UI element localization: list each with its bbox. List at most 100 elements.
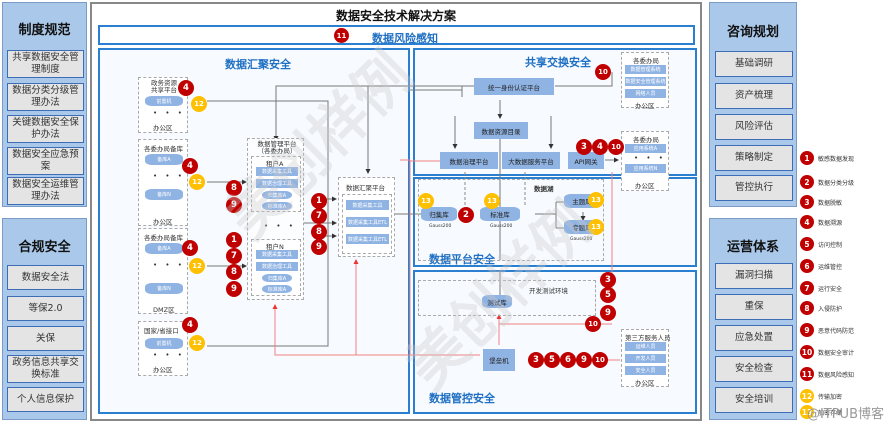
security-badge: 9 [226,281,242,297]
legend-label: 敏感数据发现 [818,155,855,163]
big-data-service-platform[interactable]: 大数据服务平台 [502,152,560,169]
security-badge: 10 [608,139,624,155]
legend-badge: 8 [800,301,814,315]
front-server[interactable]: 前置机 [145,96,183,106]
security-badge: 9 [311,239,327,255]
panel-item[interactable]: 数据安全应急预案 [7,147,84,175]
legend-item: 1 敏感数据发现 [800,150,854,166]
aggregation-platform: 数据汇聚平台 数据采集工具 数据采集工具ETL 数据采集工具ETL [338,177,395,257]
legend-item: 11 数据风险感知 [800,366,854,382]
security-badge: 4 [182,158,198,174]
panel-item[interactable]: 数据分类分级管理办法 [7,83,84,111]
front-server[interactable]: 前置机 [145,338,183,349]
backup-db-n[interactable]: 备库N [145,283,183,294]
panel-operations: 运营体系 漏洞扫描 重保 应急处置 安全检查 安全培训 [709,218,797,420]
legend-badge: 5 [800,237,814,251]
panel-title: 运营体系 [726,240,779,255]
panel-item[interactable]: 安全培训 [715,387,793,413]
security-badge: 3 [528,352,544,368]
security-badge: 13 [418,193,434,209]
legend-label: 数据安全审计 [818,349,855,357]
legend-badge: 13 [800,405,814,419]
db-standard[interactable]: 标准库 [480,207,520,221]
db-collection[interactable]: 归集库 [421,207,457,221]
unified-auth-platform[interactable]: 统一身份认证平台 [474,78,554,95]
panel-regulations: 制度规范 共享数据安全管理制度 数据分类分级管理办法 关键数据安全保护办法 数据… [2,2,87,207]
panel-item[interactable]: 资产梳理 [715,83,793,109]
legend-label: 数据分类分级 [818,179,855,187]
legend-badge: 4 [800,215,814,229]
bastion-host[interactable]: 堡垒机 [483,349,515,371]
api-gateway[interactable]: API网关 [568,152,604,169]
diagram-title: 数据安全技术解决方案 [335,9,456,23]
data-governance-platform[interactable]: 数据治理平台 [440,152,498,169]
panel-item[interactable]: 共享数据安全管理制度 [7,50,84,78]
security-badge: 3 [600,272,616,288]
security-badge: 4 [592,139,608,155]
security-badge: 8 [226,264,242,280]
panel-item[interactable]: 个人信息保护 [7,387,84,412]
test-db[interactable]: 测试库 [482,295,512,308]
risk-label: 数据风险感知 [372,32,438,45]
backup-db-a[interactable]: 备库A [145,243,183,254]
dev-test-env-box: 开发测试环境 [418,280,596,316]
legend-badge: 11 [800,367,814,381]
panel-item[interactable]: 等保2.0 [7,296,84,321]
tenant-a: 租户A 数据采集工具 数据治理工具 归集库A 标准库A [251,156,301,212]
security-badge: 8 [226,180,242,196]
panel-title: 咨询规划 [726,25,779,40]
tenant-n: 租户N 数据采集工具 数据治理工具 归集库A 标准库A [251,239,301,296]
legend-item: 12 传输加密 [800,388,842,404]
security-badge: 9 [576,352,592,368]
panel-item[interactable]: 数据安全法 [7,265,84,290]
security-badge: 12 [191,96,207,112]
legend-badge: 12 [800,389,814,403]
backup-db-n[interactable]: 备库N [145,189,183,200]
security-badge: 12 [189,174,205,190]
third-party-box: 第三方服务人员 运维人员 开发人员 安全人员 办公区 [621,329,671,387]
panel-compliance: 合规安全 数据安全法 等保2.0 关保 政务信息共享交换标准 个人信息保护 [2,218,87,420]
security-badge: 3 [576,139,592,155]
legend-badge: 9 [800,323,814,337]
legend-label: 传输加密 [818,393,843,401]
panel-item[interactable]: 安全检查 [715,356,793,382]
security-badge: 4 [182,317,198,333]
security-badge: 12 [189,335,205,351]
security-badge: 13 [588,192,604,208]
office-box-top: 各委办局 数据管理系统 数据安全管理系统 网络人员 办公区 [621,52,669,110]
panel-item[interactable]: 漏洞扫描 [715,263,793,289]
panel-item[interactable]: 应急处置 [715,325,793,351]
panel-title: 合规安全 [18,240,71,255]
security-badge: 7 [311,208,327,224]
panel-item[interactable]: 重保 [715,294,793,320]
panel-item[interactable]: 关键数据安全保护办法 [7,115,84,143]
tenant-platform-box: 数据管理平台（各委办局） 租户A 数据采集工具 数据治理工具 归集库A 标准库A… [247,138,304,300]
legend-label: 数据风险感知 [818,371,855,379]
panel-item[interactable]: 管控执行 [715,175,793,201]
panel-item[interactable]: 政务信息共享交换标准 [7,355,84,383]
data-resource-catalog[interactable]: 数据资源目录 [474,122,528,139]
security-badge: 12 [189,258,205,274]
legend-badge: 3 [800,195,814,209]
office-box-bottom: 各委办局 应用系统A • • • 应用系统N 办公区 [621,131,669,191]
security-badge: 2 [458,207,474,223]
security-badge: 6 [560,352,576,368]
panel-item[interactable]: 数据安全运维管理办法 [7,177,84,205]
legend-badge: 1 [800,151,814,165]
panel-item[interactable]: 策略制定 [715,145,793,171]
panel-item[interactable]: 风险评估 [715,114,793,140]
panel-item[interactable]: 基础调研 [715,51,793,77]
backup-db-a[interactable]: 备库A [145,154,183,165]
legend-label: 恶意代码防范 [818,327,855,335]
panel-item[interactable]: 关保 [7,326,84,351]
risk-badge: 11 [334,28,349,43]
security-badge: 13 [484,193,500,209]
security-badge: 5 [544,352,560,368]
